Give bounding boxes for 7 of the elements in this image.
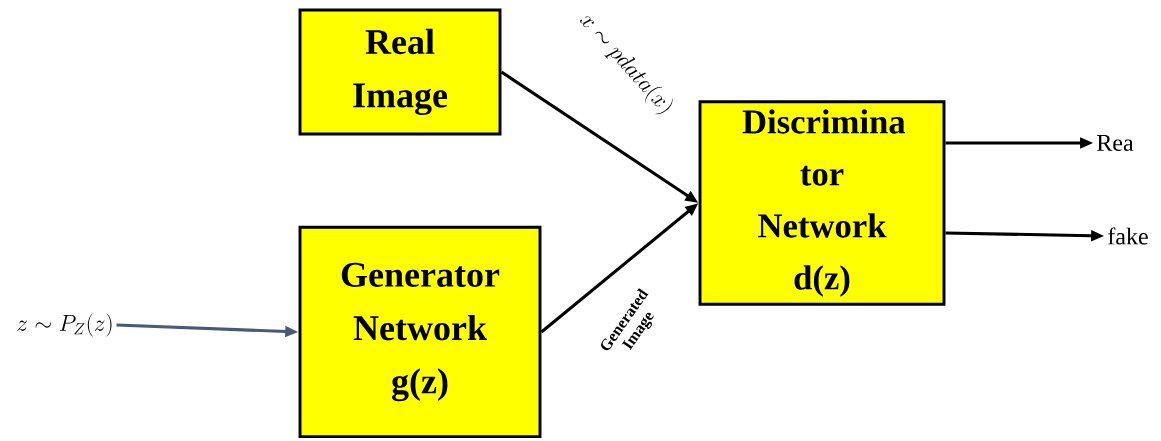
output-label: Rea (1097, 135, 1134, 151)
input-label: $z\sim P_Z(z)$ (17, 313, 112, 337)
process-box: Discrimina tor Network d(z) (698, 100, 946, 306)
output-label: fake (1108, 227, 1148, 245)
process-box: Generator Network g(z) (298, 225, 542, 439)
process-box: Real Image (298, 8, 502, 136)
edge-label: $x\sim pdata(x)$ (580, 16, 673, 115)
